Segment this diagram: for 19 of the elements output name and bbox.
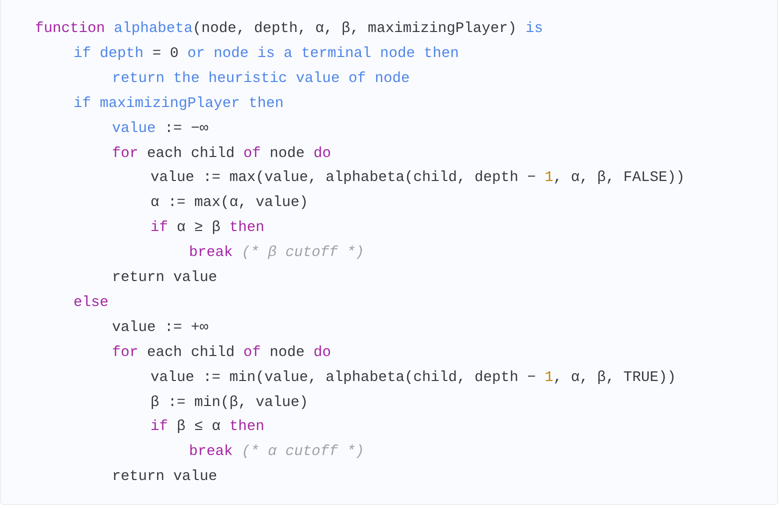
code-line: value := −∞ (112, 120, 208, 138)
code-line: value := max(value, alphabeta(child, depth − 1, α, β, FALSE)) (150, 169, 685, 188)
code-line: return value (112, 269, 218, 287)
code-line: else (74, 294, 109, 312)
code-line: β := min(β, value) (150, 394, 308, 412)
code-line: if α ≥ β then (150, 219, 264, 238)
code-line: break (* α cutoff *) (189, 443, 364, 462)
code-line: value := min(value, alphabeta(child, depth − 1, α, β, TRUE)) (150, 368, 676, 387)
code-line: if β ≤ α then (150, 418, 264, 436)
code-line: for each child of node do (112, 344, 331, 362)
code-line: α := max(α, value) (150, 194, 308, 212)
code-line: function alphabeta(node, depth, α, β, maximizingPlayer) is (35, 20, 543, 38)
code-line: if depth = 0 or node is a terminal node then (74, 44, 459, 63)
code-line: value := +∞ (112, 318, 208, 337)
code-line: for each child of node do (112, 144, 331, 162)
code-line: return the heuristic value of node (112, 70, 410, 88)
code-line: return value (112, 468, 218, 486)
code-line: break (* β cutoff *) (189, 244, 364, 262)
code-line: if maximizingPlayer then (74, 94, 284, 113)
